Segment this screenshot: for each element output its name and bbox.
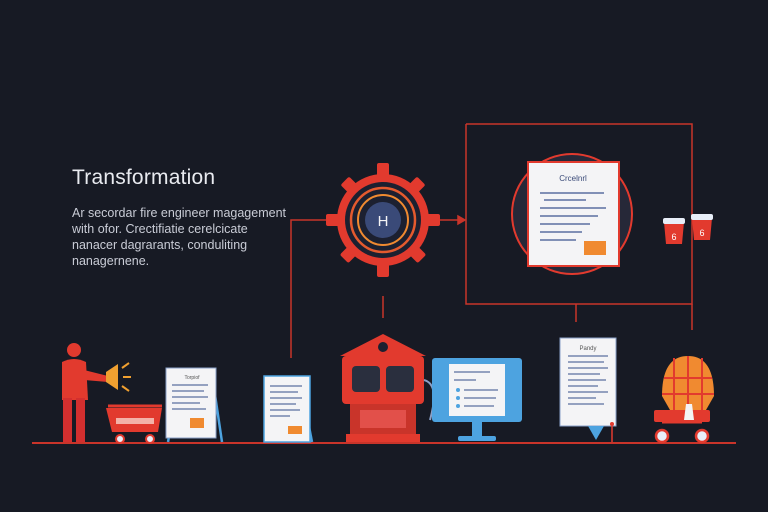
badge-label: 6 [671, 232, 676, 242]
connector-lines [290, 123, 693, 358]
page-title: Transformation [72, 166, 216, 189]
description-text: Ar secordar fire engineer magagement wit… [72, 205, 287, 269]
easel-board: Torpiof [165, 367, 224, 443]
balloon-cart-icon [654, 356, 714, 444]
description-line: Ar secordar fire engineer magagement [72, 206, 287, 220]
cart-icon [106, 404, 162, 444]
document-title: Crcelnrl [559, 174, 587, 183]
fire-engine-machine [340, 334, 435, 442]
connector-left [290, 219, 338, 358]
monitor-icon [432, 358, 522, 441]
description-line: with ofor. Crectifiatie cerelcicate [72, 222, 248, 236]
board-caption: Torpiof [184, 375, 200, 381]
pinned-document-title: Pandy [579, 346, 596, 352]
gear-icon: H [326, 163, 440, 277]
description-line: nanacer dagrarants, conduliting [72, 238, 248, 252]
badge-pair: 6 6 [663, 214, 713, 244]
description-line: nanagernene. [72, 254, 150, 268]
badge-label: 6 [699, 228, 704, 238]
person-megaphone-icon [62, 343, 131, 442]
pinned-document: Pandy [559, 337, 617, 442]
standing-document [263, 375, 314, 443]
document-card: Crcelnrl [511, 153, 633, 275]
gear-center-label: H [378, 213, 389, 230]
arrow-head-icon [457, 214, 467, 226]
